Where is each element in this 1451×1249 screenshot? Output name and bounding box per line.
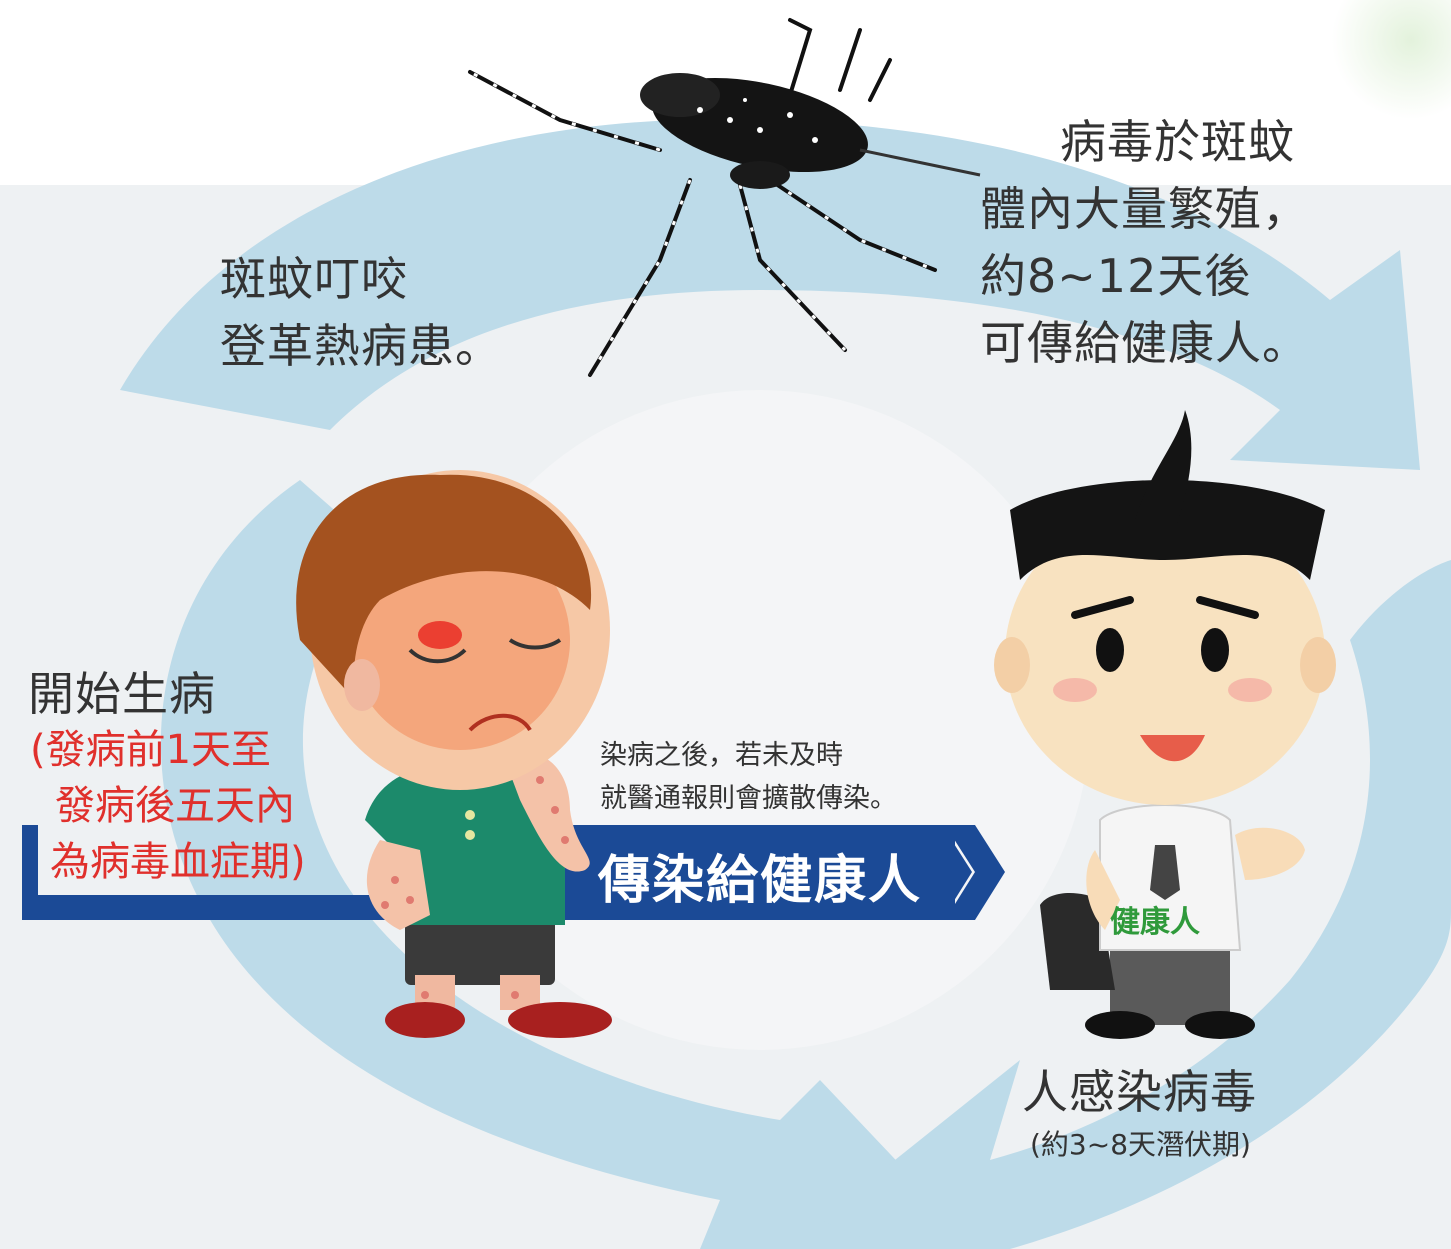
sick-note-line1: (發病前1天至 xyxy=(30,727,272,773)
warning-line2: 就醫通報則會擴散傳染。 xyxy=(600,783,897,814)
warning-line1: 染病之後，若未及時 xyxy=(600,740,843,771)
infected-title: 人感染病毒 xyxy=(1022,1065,1257,1119)
virus-caption-line2: 體內大量繁殖， xyxy=(980,182,1309,236)
cycle-arrow-right xyxy=(820,560,1451,1249)
bite-caption-line1: 斑蚊叮咬 xyxy=(220,252,408,306)
virus-caption-line4: 可傳給健康人。 xyxy=(980,316,1309,370)
sick-note-line3: 為病毒血症期) xyxy=(50,839,306,885)
cycle-arrow-top xyxy=(120,119,1420,470)
shirt-label: 健康人 xyxy=(1110,905,1200,940)
sick-title: 開始生病 xyxy=(28,667,216,721)
infected-note: (約3~8天潛伏期) xyxy=(1030,1128,1251,1161)
cycle-arrow-left xyxy=(160,480,980,1249)
virus-caption-line1: 病毒於斑蚊 xyxy=(1060,115,1295,169)
virus-caption-line3: 約8~12天後 xyxy=(980,249,1252,303)
transmission-arrow-label: 傳染給健康人 xyxy=(598,851,923,911)
sick-note-line2: 發病後五天內 xyxy=(55,783,295,829)
bite-caption-line2: 登革熱病患。 xyxy=(220,319,502,373)
